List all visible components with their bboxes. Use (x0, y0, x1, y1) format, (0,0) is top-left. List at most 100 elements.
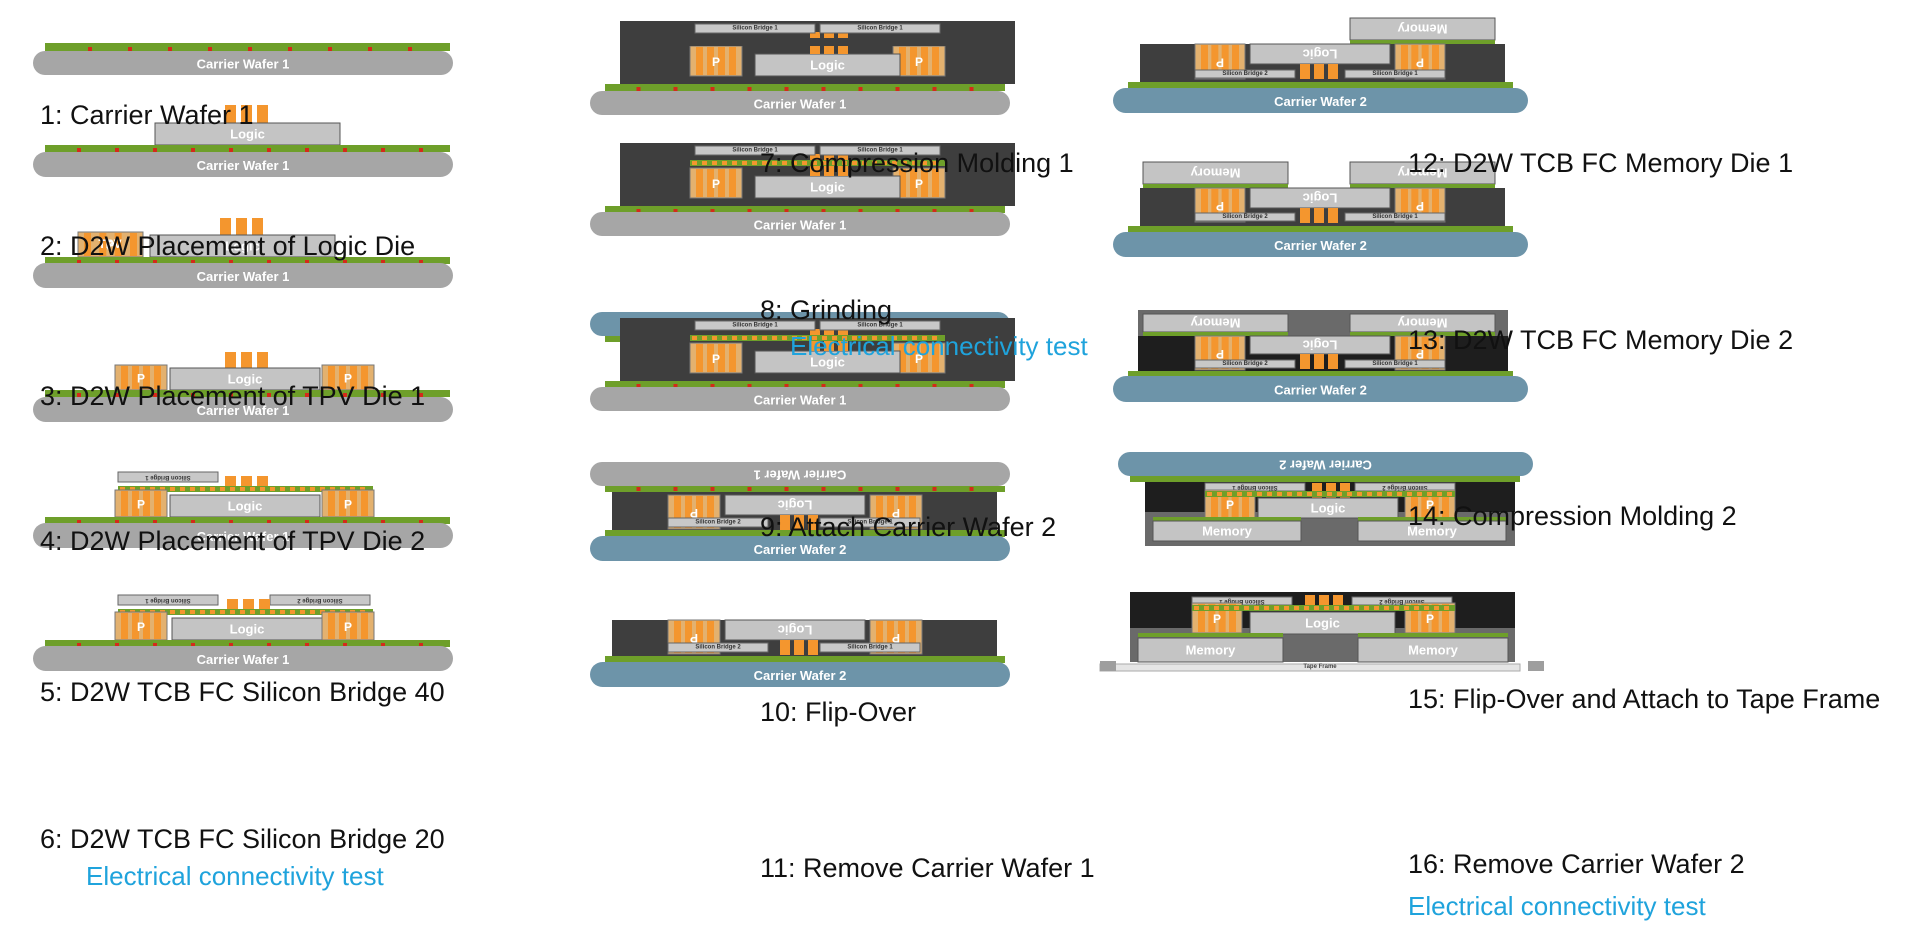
step6-bump (115, 643, 119, 647)
step1-bump (88, 47, 92, 51)
interconnect-row-pad (270, 610, 275, 614)
tpv-die-via (707, 47, 714, 75)
step2-bump (343, 148, 347, 152)
interconnect-row-pad (210, 610, 215, 614)
interconnect-row-pad (1424, 606, 1429, 610)
tpv-die-via (1211, 337, 1219, 369)
silicon-bridge (667, 517, 769, 528)
copper-pillar (1328, 64, 1338, 79)
step8-bump (747, 209, 752, 213)
carrier-wafer-2 (1113, 232, 1528, 257)
interconnect-row-pad (270, 487, 275, 491)
interconnect-row-pad (1334, 606, 1339, 610)
interconnect-row-pad (1244, 606, 1249, 610)
copper-pillar (243, 599, 254, 615)
tpv-die-1-via (84, 233, 91, 256)
interconnect-row-pad (140, 487, 145, 491)
step-5-caption: 5: D2W TCB FC Silicon Bridge 40 (40, 677, 445, 707)
interconnect-row-pad (190, 610, 195, 614)
tpv-die-via (674, 621, 681, 653)
tpv-die-label: P (1416, 347, 1424, 361)
step1-bump (328, 47, 332, 51)
tpv-die-via (921, 169, 928, 197)
tpv-die-2-label: P (344, 620, 352, 634)
interconnect-row-pad (1394, 606, 1399, 610)
tpv-die-via (674, 496, 681, 528)
tpv-die-label: P (915, 177, 923, 191)
step7-bump (636, 87, 641, 91)
carrier-wafer-1 (33, 51, 453, 75)
interconnect-row-pad (1227, 492, 1232, 496)
step6-bump (77, 643, 81, 647)
step7-bump (932, 87, 937, 91)
tpv-die-2-via (350, 491, 357, 516)
interconnect-row-pad (862, 336, 867, 340)
tpv-die-1-label: P (137, 498, 145, 512)
carrier-wafer-2-label: Carrier Wafer 2 (754, 668, 847, 683)
carrier-wafer-2 (590, 662, 1010, 687)
tpv-die-via (1442, 491, 1449, 517)
silicon-bridge (667, 642, 769, 653)
silicon-bridge (819, 23, 941, 34)
tpv-die-via (932, 47, 939, 75)
copper-pillar (1340, 483, 1350, 498)
interconnect-row-pad (1234, 606, 1239, 610)
green-layer (1358, 633, 1508, 637)
silicon-bridge-label: Silicon Bridge 1 (857, 148, 903, 154)
copper-pillar (794, 640, 804, 655)
interconnect-row-pad (922, 336, 927, 340)
step3-bump (191, 260, 195, 264)
tpv-die-via (1421, 491, 1429, 517)
silicon-bridge-label: Silicon Bridge 1 (1232, 484, 1278, 490)
silicon-bridge (1194, 69, 1296, 79)
logic-die-label: Logic (228, 499, 263, 514)
tpv-die-1-via (154, 613, 161, 639)
logic-die-label: Logic (225, 239, 260, 254)
green-layer (1350, 184, 1495, 188)
tpv-die-label: P (712, 352, 720, 366)
interconnect-row-pad (792, 161, 797, 165)
copper-pillar (252, 218, 263, 236)
step7-bump (858, 87, 863, 91)
step-16-test-note: Electrical connectivity test (1408, 891, 1706, 921)
copper-pillar (257, 352, 268, 368)
step9-bump (784, 384, 789, 388)
tpv-die-via (1421, 189, 1429, 221)
interconnect-row-pad (1447, 492, 1452, 496)
memory-die-2 (1137, 637, 1284, 663)
step-8-caption: 8: Grinding (760, 295, 893, 325)
tpv-die-via (1411, 337, 1419, 369)
interconnect-row-pad (210, 487, 215, 491)
tpv-die-via (1231, 491, 1239, 517)
interconnect-row-pad (1294, 606, 1299, 610)
interconnect-row-pad (330, 487, 335, 491)
silicon-bridge (1344, 359, 1446, 369)
tpv-die-via (1208, 604, 1216, 632)
interconnect-row-pad (902, 336, 907, 340)
step4-bump (419, 393, 423, 397)
interconnect-row-pad (922, 161, 927, 165)
silicon-bridge-label: Silicon Bridge 1 (847, 520, 893, 526)
step10-bump (932, 487, 937, 491)
step-14-caption: 14: Compression Molding 2 (1408, 501, 1737, 531)
interconnect-row-pad (230, 487, 235, 491)
carrier-wafer-1 (590, 212, 1010, 236)
tpv-label: TPV (98, 237, 121, 251)
tpv-die-1-via (132, 613, 139, 639)
silicon-bridge-label: Silicon Bridge 1 (857, 26, 903, 32)
step3-bump (305, 260, 309, 264)
interconnect-row-pad (1277, 492, 1282, 496)
tpv-die-label: P (915, 55, 923, 69)
interconnect-row-pad (1387, 492, 1392, 496)
step1-bump (288, 47, 292, 51)
interconnect-row (118, 486, 373, 492)
carrier-wafer-2-label: Carrier Wafer 2 (1274, 238, 1367, 253)
logic-die-label: Logic (1303, 191, 1338, 206)
tpv-die-via (729, 169, 736, 197)
tpv-die-via (1442, 604, 1449, 632)
interconnect-row-pad (712, 161, 717, 165)
interconnect-row-pad (1224, 606, 1229, 610)
copper-pillar (257, 476, 268, 492)
interconnect-row-pad (290, 610, 295, 614)
